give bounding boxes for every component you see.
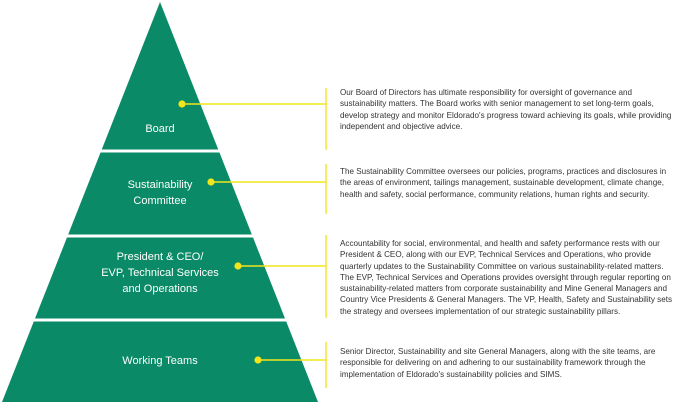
tier-label-line: Board <box>145 123 174 135</box>
tier-label-line: Working Teams <box>122 355 198 367</box>
tier-label-line: Sustainability <box>128 179 193 191</box>
working-teams-description: Senior Director, Sustainability and site… <box>340 347 656 379</box>
tier-board: Board <box>145 88 327 150</box>
connector-dot <box>254 356 262 364</box>
tier-label-line: President & CEO/ <box>117 251 205 263</box>
president-ceo-description: Accountability for social, environmental… <box>340 239 673 316</box>
tier-sustainability-committee: Sustainability Committee <box>128 164 327 214</box>
pyramid-shape <box>2 2 318 402</box>
tier-label-line: and Operations <box>122 283 198 295</box>
connector-dot <box>234 262 242 270</box>
connector-dot <box>207 178 215 186</box>
tier-label-line: Committee <box>133 195 186 207</box>
tier-label-line: EVP, Technical Services <box>101 267 219 279</box>
sustainability-committee-description: The Sustainability Committee oversees ou… <box>340 167 667 199</box>
connector-dot <box>178 100 186 108</box>
tier-president-ceo: President & CEO/ EVP, Technical Services… <box>101 235 327 318</box>
tier-working-teams: Working Teams <box>122 342 327 388</box>
board-description: Our Board of Directors has ultimate resp… <box>340 88 672 131</box>
